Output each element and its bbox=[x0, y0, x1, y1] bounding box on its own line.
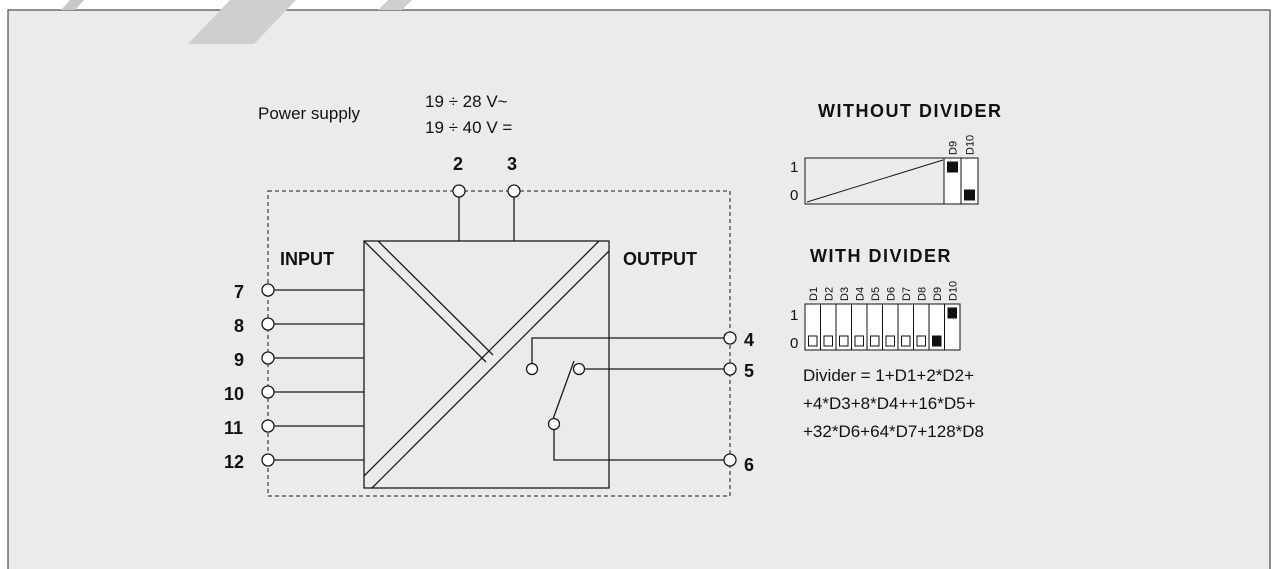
input-terminal-10: 10 bbox=[224, 384, 364, 404]
dip-switch-knob-d1 bbox=[808, 335, 818, 347]
input-terminal-9: 9 bbox=[234, 350, 364, 370]
top-decoration-mid bbox=[188, 0, 296, 44]
power-ac-range: 19 ÷ 28 V~ bbox=[425, 92, 508, 111]
terminal-label-10: 10 bbox=[224, 384, 244, 404]
terminal-label-3: 3 bbox=[507, 154, 517, 174]
converter-diagonal-out-bottom bbox=[371, 250, 610, 489]
divider-formula-line-1: Divider = 1+D1+2*D2+ bbox=[803, 366, 974, 385]
module-outline bbox=[267, 190, 731, 497]
converter-diagonal-out-top bbox=[363, 240, 600, 477]
dip-switch-label-d7: D7 bbox=[901, 287, 913, 301]
power-supply-label: Power supply bbox=[258, 104, 361, 123]
dip-switch-knob-d4 bbox=[854, 335, 864, 347]
converter-block bbox=[363, 240, 610, 489]
dip-switch-label-d9: D9 bbox=[948, 141, 960, 155]
dip-switch-knob-d7 bbox=[901, 335, 911, 347]
terminal-label-11: 11 bbox=[224, 418, 243, 438]
dip-switch-knob-d9 bbox=[947, 161, 958, 173]
with-divider-row-1: 1 bbox=[790, 307, 798, 324]
converter-diagonal-in-top bbox=[363, 240, 487, 363]
dip-switch-d7: D7 bbox=[897, 287, 914, 351]
dip-switch-d9: D9 bbox=[943, 141, 962, 205]
dip-switch-label-d1: D1 bbox=[808, 287, 820, 301]
dip-switch-knob-d10 bbox=[964, 189, 975, 201]
dip-switch-label-d3: D3 bbox=[839, 287, 851, 301]
output-label: OUTPUT bbox=[623, 249, 697, 269]
dip-switch-d4: D4 bbox=[851, 287, 868, 351]
range-slope bbox=[806, 159, 944, 203]
dip-switch-label-d8: D8 bbox=[916, 287, 928, 301]
dip-switch-knob-d2 bbox=[823, 335, 833, 347]
terminal-label-2: 2 bbox=[453, 154, 463, 174]
dip-switch-label-d4: D4 bbox=[854, 287, 866, 301]
divider-formula-line-3: +32*D6+64*D7+128*D8 bbox=[803, 422, 984, 441]
dip-switch-d10: D10 bbox=[960, 135, 979, 205]
terminal-label-4: 4 bbox=[744, 330, 754, 350]
input-terminal-11: 11 bbox=[224, 418, 364, 438]
power-dc-range: 19 ÷ 40 V = bbox=[425, 118, 512, 137]
dip-switch-knob-d3 bbox=[839, 335, 849, 347]
dip-switch-label-d10: D10 bbox=[965, 135, 977, 155]
terminal-label-7: 7 bbox=[234, 282, 244, 302]
terminal-3 bbox=[507, 184, 521, 198]
terminal-2 bbox=[452, 184, 466, 198]
dip-switch-knob-d9 bbox=[932, 335, 942, 347]
dip-switch-d10: D10 bbox=[944, 281, 961, 351]
dip-switch-d9: D9 bbox=[928, 287, 945, 351]
converter-diagonal-in-bottom bbox=[377, 240, 494, 356]
input-terminal-12: 12 bbox=[224, 452, 364, 472]
terminal-label-12: 12 bbox=[224, 452, 244, 472]
dip-switch-knob-d10 bbox=[947, 307, 957, 319]
terminal-6 bbox=[723, 453, 737, 467]
without-divider-row-1: 1 bbox=[790, 159, 798, 176]
input-label: INPUT bbox=[280, 249, 334, 269]
dip-switch-label-d10: D10 bbox=[947, 281, 959, 301]
with-divider-row-0: 0 bbox=[790, 335, 798, 352]
terminal-label-9: 9 bbox=[234, 350, 244, 370]
dip-switch-label-d9: D9 bbox=[932, 287, 944, 301]
without-divider-title: WITHOUT DIVIDER bbox=[818, 101, 1003, 121]
dip-switch-knob-d8 bbox=[916, 335, 926, 347]
input-terminal-8: 8 bbox=[234, 316, 364, 336]
top-decoration-right bbox=[378, 0, 412, 10]
terminal-label-8: 8 bbox=[234, 316, 244, 336]
dip-switch-knob-d5 bbox=[870, 335, 880, 347]
dip-switch-d6: D6 bbox=[882, 287, 899, 351]
diagram-panel bbox=[7, 9, 1271, 569]
divider-formula-line-2: +4*D3+8*D4++16*D5+ bbox=[803, 394, 976, 413]
terminal-label-5: 5 bbox=[744, 361, 754, 381]
without-divider-switches: D9 D10 bbox=[943, 135, 979, 205]
dip-switch-d8: D8 bbox=[913, 287, 930, 351]
relay-contact bbox=[525, 337, 724, 461]
relay-switch-blade bbox=[552, 360, 575, 420]
dip-switch-d3: D3 bbox=[835, 287, 852, 351]
dip-switch-knob-d6 bbox=[885, 335, 895, 347]
dip-switch-label-d2: D2 bbox=[823, 287, 835, 301]
terminal-label-6: 6 bbox=[744, 455, 754, 475]
dip-switch-d5: D5 bbox=[866, 287, 883, 351]
dip-switch-d1: D1 bbox=[804, 287, 821, 351]
terminal-5 bbox=[723, 362, 737, 376]
without-divider-row-0: 0 bbox=[790, 187, 798, 204]
input-terminal-7: 7 bbox=[234, 282, 364, 302]
top-decoration-left bbox=[61, 0, 84, 10]
terminal-4 bbox=[723, 331, 737, 345]
with-divider-title: WITH DIVIDER bbox=[810, 246, 952, 266]
dip-switch-label-d5: D5 bbox=[870, 287, 882, 301]
dip-switch-d2: D2 bbox=[820, 287, 837, 351]
dip-switch-label-d6: D6 bbox=[885, 287, 897, 301]
